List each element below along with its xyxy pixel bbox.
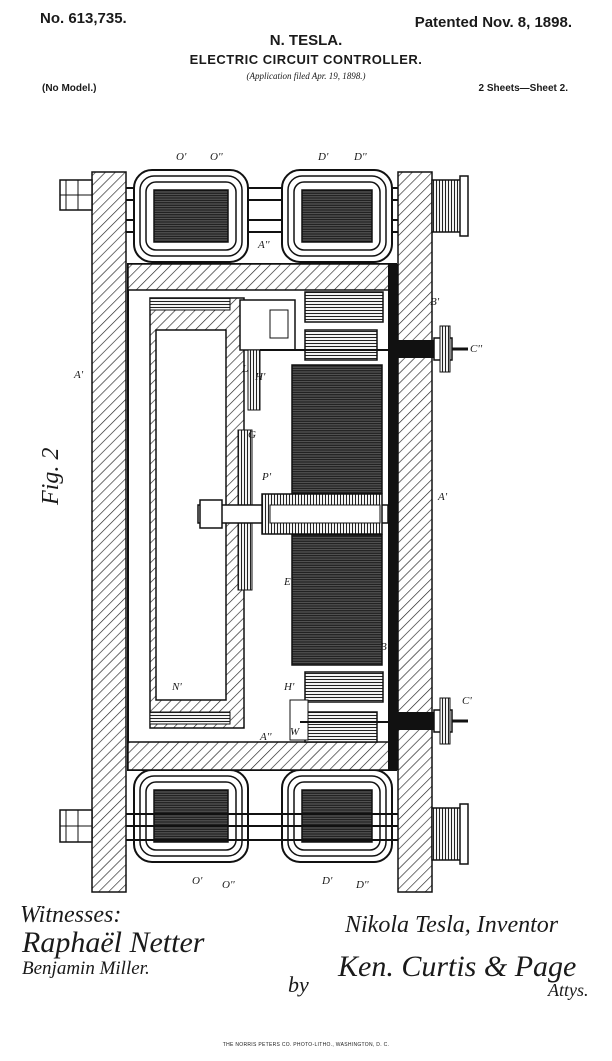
armature-lower [291,534,383,666]
ref-label: C' [462,695,472,707]
upper-adjusting-screw [398,325,468,373]
witness-signature-1: Raphaël Netter [22,926,205,959]
patent-title: ELECTRIC CIRCUIT CONTROLLER. [189,52,423,67]
ref-label: G [248,429,256,441]
attorneys-signature: Ken. Curtis & Page [338,950,577,983]
ref-label: H' [283,681,295,693]
ref-label: W [290,726,300,738]
printer-credit: THE NORRIS PETERS CO. PHOTO-LITHO., WASH… [222,1042,390,1048]
ref-label: D' [321,875,333,887]
application-date: (Application filed Apr. 19, 1898.) [246,71,366,81]
armature-upper [291,364,383,494]
model-note: (No Model.) [42,83,97,94]
lower-adjusting-screw [398,697,468,745]
top-bolt-left [59,179,93,211]
rotor-disk [149,297,253,729]
figure-label: Fig. 2 [38,447,64,505]
ref-label: O' [192,875,203,887]
ref-label: A'' [259,731,272,743]
patent-date: Patented Nov. 8, 1898. [414,14,572,31]
attys-label: Attys. [548,980,589,1000]
ref-label: E' [283,576,294,588]
inventor-signature: Nikola Tesla, Inventor [345,912,559,938]
ref-label: H' [254,371,266,383]
witnesses-label: Witnesses: [20,902,122,928]
bottom-bolt-right [431,803,469,865]
ref-label: O' [176,151,187,163]
ref-label: D'' [355,879,369,891]
ref-label: A' [73,369,84,381]
upper-contact-mechanism [239,291,395,411]
left-frame-bar [91,171,127,893]
by-label: by [288,972,309,997]
bottom-coil-o [133,769,249,863]
ref-label: B' [430,296,440,308]
ref-label: P' [261,471,272,483]
inventor-name: N. TESLA. [269,32,343,49]
bottom-rods [126,813,398,841]
ref-label: D'' [353,151,367,163]
ref-label: O'' [210,151,223,163]
ref-label: A' [437,491,448,503]
ref-label: A'' [257,239,270,251]
ref-label: B' [380,641,390,653]
top-bolt-right [431,175,469,237]
bottom-coil-d [281,769,393,863]
ref-label: D' [317,151,329,163]
central-shaft [197,493,389,535]
ref-label: O'' [222,879,235,891]
patent-number: No. 613,735. [40,10,127,27]
witness-signature-2: Benjamin Miller. [22,958,150,979]
ref-label: L [241,363,248,375]
top-coil-d [281,169,393,263]
lower-contact-mechanism [289,671,395,743]
ref-label: C'' [470,343,483,355]
sheet-number: 2 Sheets—Sheet 2. [478,83,568,94]
right-frame-bar [397,171,433,893]
ref-label: N' [171,681,182,693]
top-coil-o [133,169,249,263]
bottom-bolt-left [59,809,93,843]
